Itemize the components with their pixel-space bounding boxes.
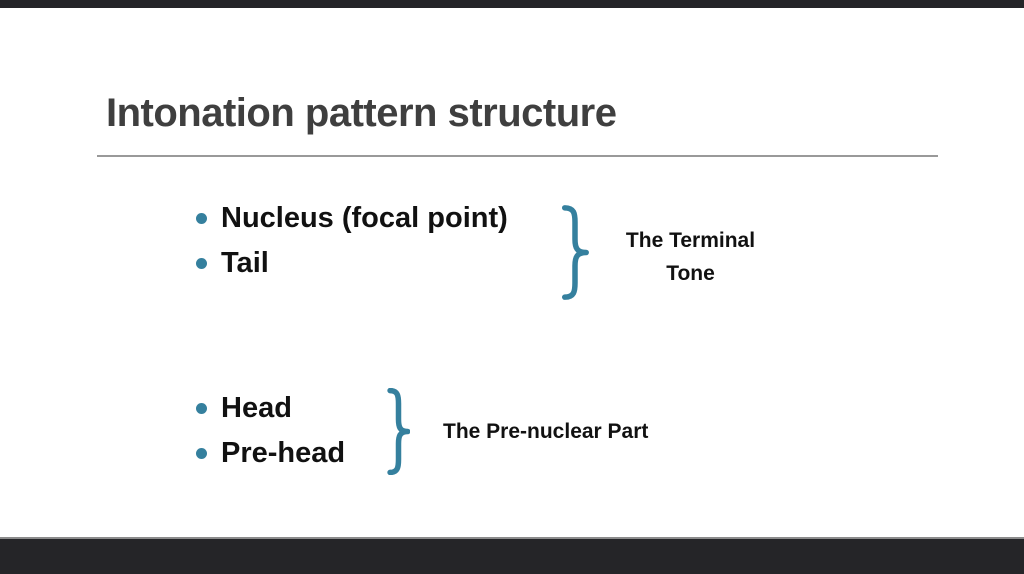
bullet-icon: [196, 403, 207, 414]
footer-bar: [0, 539, 1024, 574]
title-divider: [97, 155, 938, 157]
pre-nuclear-list: Head Pre-head: [196, 386, 345, 476]
list-item-label: Head: [221, 392, 292, 424]
footer-divider: [0, 537, 1024, 539]
terminal-tone-label: The Terminal Tone: [625, 229, 756, 285]
list-item-label: Tail: [221, 247, 269, 279]
bullet-icon: [196, 448, 207, 459]
list-item: Pre-head: [196, 431, 345, 476]
slide-title: Intonation pattern structure: [106, 91, 617, 135]
curly-brace-icon: [561, 205, 589, 300]
terminal-tone-list: Nucleus (focal point) Tail: [196, 196, 508, 286]
curly-brace-icon: [387, 388, 410, 475]
bullet-icon: [196, 258, 207, 269]
list-item: Nucleus (focal point): [196, 196, 508, 241]
list-item-label: Nucleus (focal point): [221, 202, 508, 234]
list-item: Tail: [196, 241, 508, 286]
list-item: Head: [196, 386, 345, 431]
top-bar: [0, 0, 1024, 8]
pre-nuclear-label: The Pre-nuclear Part: [443, 420, 649, 443]
bullet-icon: [196, 213, 207, 224]
list-item-label: Pre-head: [221, 437, 346, 469]
